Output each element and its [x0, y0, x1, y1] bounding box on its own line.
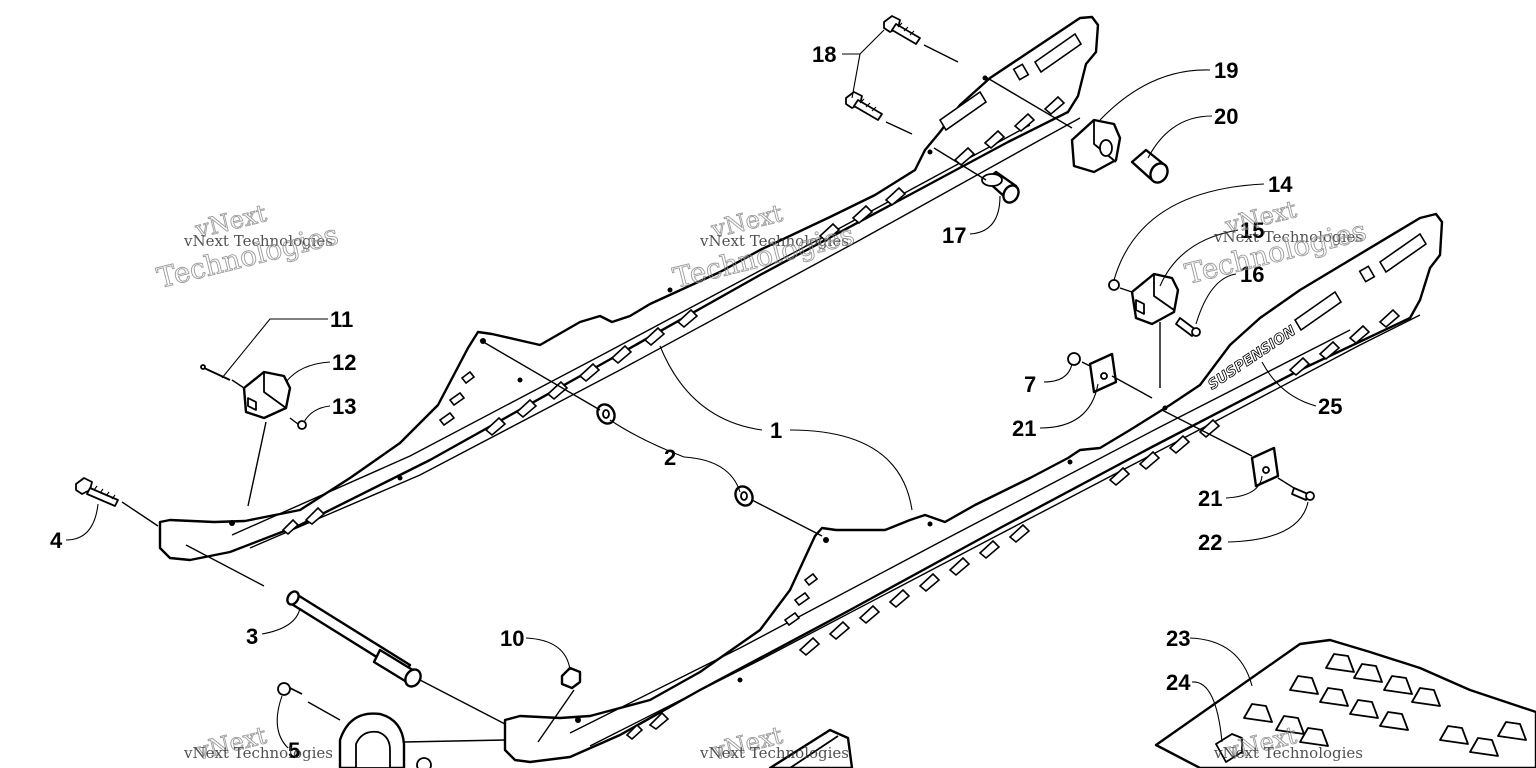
watermark-bottom-left: vNext vNext Technologies — [183, 721, 333, 767]
callout-12: 12 — [332, 350, 356, 375]
callout-5: 5 — [288, 738, 300, 763]
callout-21-upper: 21 — [1012, 416, 1036, 441]
bumper-19 — [1070, 118, 1122, 174]
watermark-center: vNext vNext Technologies Technologies — [669, 199, 858, 296]
bushing-17 — [981, 170, 1020, 204]
watermark-small: vNext Technologies — [1213, 228, 1363, 246]
callout-17: 17 — [942, 223, 966, 248]
track-lugs — [1243, 653, 1527, 757]
axle-3 — [286, 590, 422, 688]
nut-13 — [297, 420, 307, 430]
track-section-23 — [1154, 638, 1536, 768]
screw-22 — [1291, 487, 1315, 501]
washer-2-upper — [596, 403, 616, 425]
washer-2-lower — [734, 485, 754, 507]
callout-10: 10 — [500, 626, 524, 651]
callout-16: 16 — [1240, 262, 1264, 287]
assembly-lines — [121, 44, 1295, 743]
bolt-18-lower — [845, 91, 883, 121]
pin-11 — [200, 364, 231, 381]
callout-23: 23 — [1166, 626, 1190, 651]
callout-2: 2 — [664, 445, 676, 470]
callout-21-lower: 21 — [1198, 486, 1222, 511]
watermark-small: vNext Technologies — [183, 232, 333, 250]
callout-1: 1 — [770, 418, 782, 443]
callout-25: 25 — [1318, 394, 1342, 419]
watermark-small: vNext Technologies — [699, 232, 849, 250]
left-rail — [158, 15, 1100, 562]
callout-numbers: 1 2 3 4 5 7 10 11 12 13 14 15 16 17 18 1… — [50, 42, 1342, 763]
callout-20: 20 — [1214, 104, 1238, 129]
leader-lines — [65, 29, 1317, 749]
bearing-block-5 — [338, 712, 432, 768]
watermark-left: vNext vNext Technologies Technologies — [153, 199, 342, 296]
callout-14: 14 — [1268, 172, 1293, 197]
watermark-small: vNext Technologies — [699, 744, 849, 762]
callout-7: 7 — [1024, 372, 1036, 397]
callout-4: 4 — [50, 528, 63, 553]
spacer-20 — [1130, 148, 1169, 184]
bolt-5 — [277, 682, 303, 696]
callout-18: 18 — [812, 42, 836, 67]
slide-fragment — [768, 728, 854, 768]
callout-24: 24 — [1166, 670, 1191, 695]
watermark-small: vNext Technologies — [1213, 744, 1363, 762]
bumper-15 — [1130, 272, 1180, 326]
watermark-small: vNext Technologies — [183, 744, 333, 762]
callout-11: 11 — [330, 307, 353, 332]
right-rail-cutouts — [575, 232, 1428, 741]
nut-10 — [560, 666, 582, 690]
bolt-4 — [75, 477, 119, 507]
callout-22: 22 — [1198, 530, 1222, 555]
nut-7 — [1067, 352, 1081, 366]
bumper-12 — [242, 370, 292, 420]
callout-19: 19 — [1214, 58, 1238, 83]
left-rail-cutouts — [229, 32, 1083, 536]
callout-3: 3 — [246, 624, 258, 649]
plate-21-lower — [1250, 446, 1280, 488]
watermark-bottom-center: vNext vNext Technologies — [699, 721, 849, 767]
callout-13: 13 — [332, 394, 356, 419]
callout-15: 15 — [1240, 218, 1264, 243]
clip-24 — [1215, 733, 1243, 763]
plate-21-upper — [1088, 352, 1118, 394]
bolt-18-upper — [883, 15, 921, 45]
screw-16 — [1175, 317, 1201, 337]
nut-14 — [1108, 279, 1120, 291]
